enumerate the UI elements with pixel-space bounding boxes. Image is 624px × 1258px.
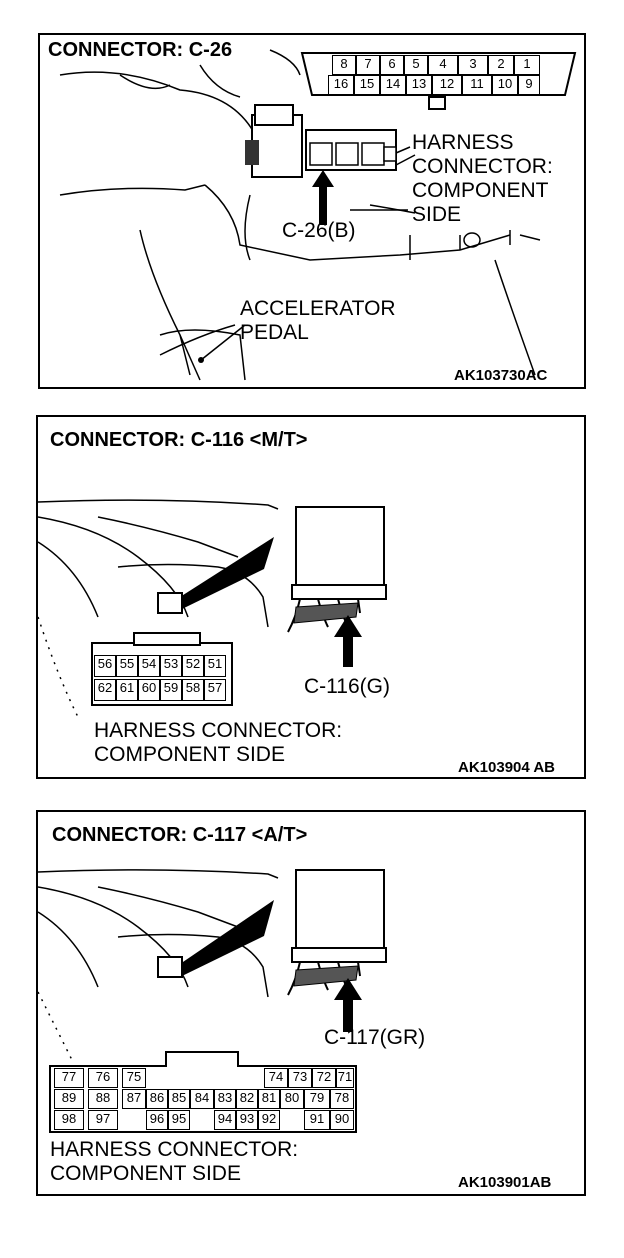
pin-cell: 14 <box>380 75 406 95</box>
pin-cell: 56 <box>94 655 116 677</box>
harness-label-line: COMPONENT SIDE <box>94 743 285 766</box>
pin-cell: 71 <box>336 1068 354 1088</box>
pin-cell: 77 <box>54 1068 84 1088</box>
pin-cell: 92 <box>258 1110 280 1130</box>
pin-cell: 52 <box>182 655 204 677</box>
figure-code: AK103901AB <box>458 1174 552 1191</box>
pin-cell: 90 <box>330 1110 354 1130</box>
pin-cell: 74 <box>264 1068 288 1088</box>
pin-cell: 4 <box>428 55 458 75</box>
connector-callout: C-117(GR) <box>324 1026 426 1049</box>
pin-cell: 61 <box>116 679 138 701</box>
figure-code: AK103730AC <box>454 367 548 384</box>
pin-cell: 78 <box>330 1089 354 1109</box>
pin-cell: 75 <box>122 1068 146 1088</box>
pin-cell: 15 <box>354 75 380 95</box>
harness-label-line: HARNESS <box>412 131 514 154</box>
connector-callout: C-116(G) <box>304 675 390 698</box>
pin-cell: 62 <box>94 679 116 701</box>
harness-label-line: CONNECTOR: <box>412 155 553 178</box>
harness-label-line: HARNESS CONNECTOR: <box>94 719 343 742</box>
pin-cell: 58 <box>182 679 204 701</box>
pin-cell: 10 <box>492 75 518 95</box>
pin-cell: 1 <box>514 55 540 75</box>
connector-callout: C-26(B) <box>282 219 356 242</box>
pin-cell: 89 <box>54 1089 84 1109</box>
pin-cell: 54 <box>138 655 160 677</box>
pin-cell: 6 <box>380 55 404 75</box>
pin-cell: 13 <box>406 75 432 95</box>
panel-connector-c117: CONNECTOR: C-117 <A/T> 77 76 75 74 73 72… <box>36 810 586 1196</box>
pin-cell: 79 <box>304 1089 330 1109</box>
pin-cell: 12 <box>432 75 462 95</box>
panel-connector-c26: CONNECTOR: C-26 8 7 6 5 4 3 2 1 16 15 14… <box>38 33 586 389</box>
pin-cell: 16 <box>328 75 354 95</box>
pin-cell: 76 <box>88 1068 118 1088</box>
pin-cell: 59 <box>160 679 182 701</box>
panel-connector-c116: CONNECTOR: C-116 <M/T> 56 55 54 53 52 51… <box>36 415 586 779</box>
pin-cell: 93 <box>236 1110 258 1130</box>
harness-label-line: COMPONENT <box>412 179 549 202</box>
pin-cell: 11 <box>462 75 492 95</box>
pin-cell: 91 <box>304 1110 330 1130</box>
pin-cell: 95 <box>168 1110 190 1130</box>
harness-label-line: SIDE <box>412 203 462 226</box>
pin-cell: 2 <box>488 55 514 75</box>
pin-cell: 85 <box>168 1089 190 1109</box>
panel-title: CONNECTOR: C-116 <M/T> <box>50 429 308 451</box>
pin-cell: 53 <box>160 655 182 677</box>
pin-cell: 57 <box>204 679 226 701</box>
figure-code: AK103904 AB <box>458 759 555 776</box>
pin-cell: 73 <box>288 1068 312 1088</box>
pin-cell: 88 <box>88 1089 118 1109</box>
pin-cell: 81 <box>258 1089 280 1109</box>
pin-cell: 83 <box>214 1089 236 1109</box>
pin-cell: 5 <box>404 55 428 75</box>
harness-label-line: HARNESS CONNECTOR: <box>50 1138 299 1161</box>
pin-cell: 86 <box>146 1089 168 1109</box>
pin-cell: 7 <box>356 55 380 75</box>
pin-cell: 94 <box>214 1110 236 1130</box>
pin-cell: 80 <box>280 1089 304 1109</box>
pin-cell: 87 <box>122 1089 146 1109</box>
pin-cell: 97 <box>88 1110 118 1130</box>
pin-cell: 82 <box>236 1089 258 1109</box>
pin-cell: 3 <box>458 55 488 75</box>
pin-cell: 9 <box>518 75 540 95</box>
panel-title: CONNECTOR: C-26 <box>48 39 233 61</box>
pedal-label-line: PEDAL <box>240 321 309 344</box>
pin-cell: 84 <box>190 1089 214 1109</box>
pin-cell: 60 <box>138 679 160 701</box>
panel-title: CONNECTOR: C-117 <A/T> <box>52 824 308 846</box>
pin-cell: 51 <box>204 655 226 677</box>
pin-cell: 8 <box>332 55 356 75</box>
pin-cell: 96 <box>146 1110 168 1130</box>
pin-cell: 98 <box>54 1110 84 1130</box>
harness-label-line: COMPONENT SIDE <box>50 1162 241 1185</box>
pin-cell: 55 <box>116 655 138 677</box>
pin-cell: 72 <box>312 1068 336 1088</box>
pedal-label-line: ACCELERATOR <box>240 297 396 320</box>
